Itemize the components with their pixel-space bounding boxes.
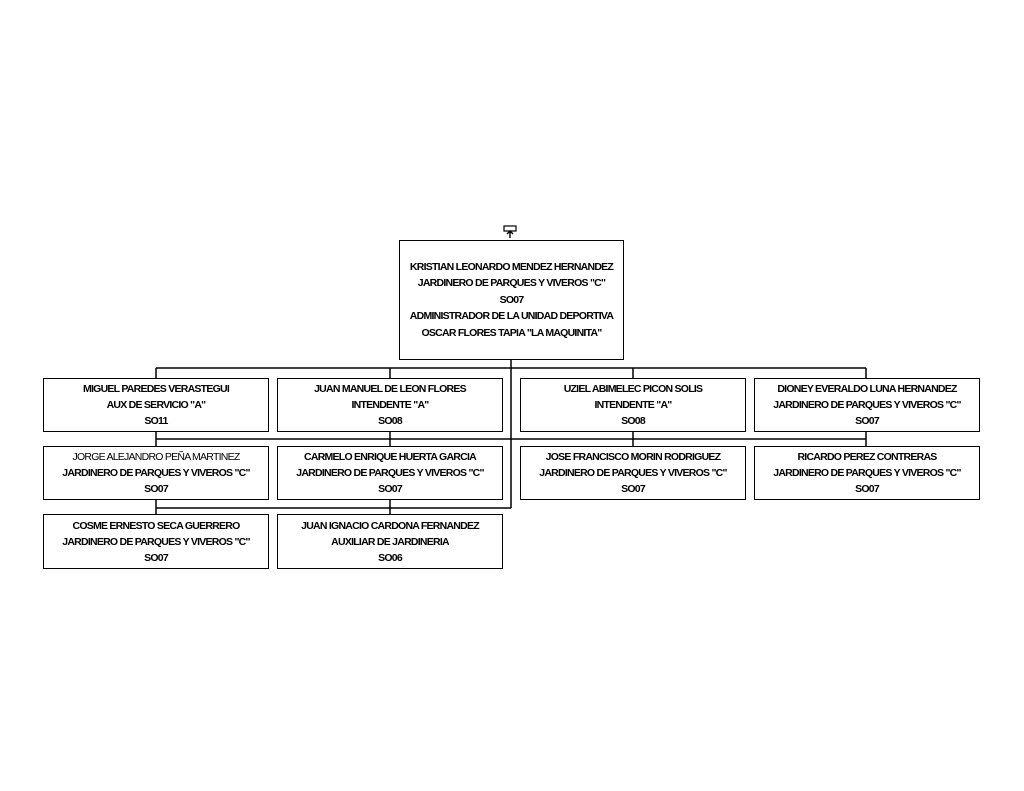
up-arrow-icon[interactable] xyxy=(503,225,517,239)
position-code: SO07 xyxy=(855,483,880,495)
position-box: JORGE ALEJANDRO PEÑA MARTINEZ JARDINERO … xyxy=(43,446,269,500)
position-name: RICARDO PEREZ CONTRERAS xyxy=(797,451,937,463)
position-code: SO07 xyxy=(378,483,403,495)
position-title: JARDINERO DE PARQUES Y VIVEROS "C" xyxy=(773,467,961,479)
position-code: SO08 xyxy=(378,415,403,427)
position-name: MIGUEL PAREDES VERASTEGUI xyxy=(83,383,230,395)
position-title: JARDINERO DE PARQUES Y VIVEROS "C" xyxy=(773,399,961,411)
position-box: COSME ERNESTO SECA GUERRERO JARDINERO DE… xyxy=(43,514,269,569)
root-position-box: KRISTIAN LEONARDO MENDEZ HERNANDEZ JARDI… xyxy=(399,240,624,360)
position-title: JARDINERO DE PARQUES Y VIVEROS "C" xyxy=(296,467,484,479)
position-title: INTENDENTE "A" xyxy=(351,399,429,411)
position-box: MIGUEL PAREDES VERASTEGUI AUX DE SERVICI… xyxy=(43,378,269,432)
position-name: CARMELO ENRIQUE HUERTA GARCIA xyxy=(304,451,477,463)
root-name: KRISTIAN LEONARDO MENDEZ HERNANDEZ xyxy=(409,260,614,273)
position-code: SO07 xyxy=(144,551,169,564)
position-name: COSME ERNESTO SECA GUERRERO xyxy=(72,519,240,532)
position-code: SO11 xyxy=(144,415,168,427)
position-code: SO07 xyxy=(621,483,646,495)
position-box: UZIEL ABIMELEC PICON SOLIS INTENDENTE "A… xyxy=(520,378,746,432)
position-title: JARDINERO DE PARQUES Y VIVEROS "C" xyxy=(62,535,250,548)
position-box: CARMELO ENRIQUE HUERTA GARCIA JARDINERO … xyxy=(277,446,503,500)
position-title: AUXILIAR DE JARDINERIA xyxy=(331,535,449,548)
position-code: SO06 xyxy=(378,551,403,564)
position-name: JUAN IGNACIO CARDONA FERNANDEZ xyxy=(301,519,480,532)
root-role: ADMINISTRADOR DE LA UNIDAD DEPORTIVA OSC… xyxy=(409,310,614,339)
position-code: SO08 xyxy=(621,415,646,427)
position-box: JUAN MANUEL DE LEON FLORES INTENDENTE "A… xyxy=(277,378,503,432)
position-box: JOSE FRANCISCO MORIN RODRIGUEZ JARDINERO… xyxy=(520,446,746,500)
position-title: AUX DE SERVICIO "A" xyxy=(106,399,207,411)
root-code: SO07 xyxy=(499,293,525,306)
position-title: JARDINERO DE PARQUES Y VIVEROS "C" xyxy=(539,467,727,479)
position-box: DIONEY EVERALDO LUNA HERNANDEZ JARDINERO… xyxy=(754,378,980,432)
position-title: INTENDENTE "A" xyxy=(594,399,672,411)
position-code: SO07 xyxy=(144,483,169,495)
root-title: JARDINERO DE PARQUES Y VIVEROS "C" xyxy=(417,277,606,290)
position-code: SO07 xyxy=(855,415,880,427)
position-name: DIONEY EVERALDO LUNA HERNANDEZ xyxy=(777,383,957,395)
position-box: JUAN IGNACIO CARDONA FERNANDEZ AUXILIAR … xyxy=(277,514,503,569)
position-box: RICARDO PEREZ CONTRERAS JARDINERO DE PAR… xyxy=(754,446,980,500)
position-title: JARDINERO DE PARQUES Y VIVEROS "C" xyxy=(62,467,250,479)
position-name: UZIEL ABIMELEC PICON SOLIS xyxy=(563,383,703,395)
position-name: JORGE ALEJANDRO PEÑA MARTINEZ xyxy=(72,451,240,463)
position-name: JUAN MANUEL DE LEON FLORES xyxy=(314,383,467,395)
position-name: JOSE FRANCISCO MORIN RODRIGUEZ xyxy=(545,451,721,463)
